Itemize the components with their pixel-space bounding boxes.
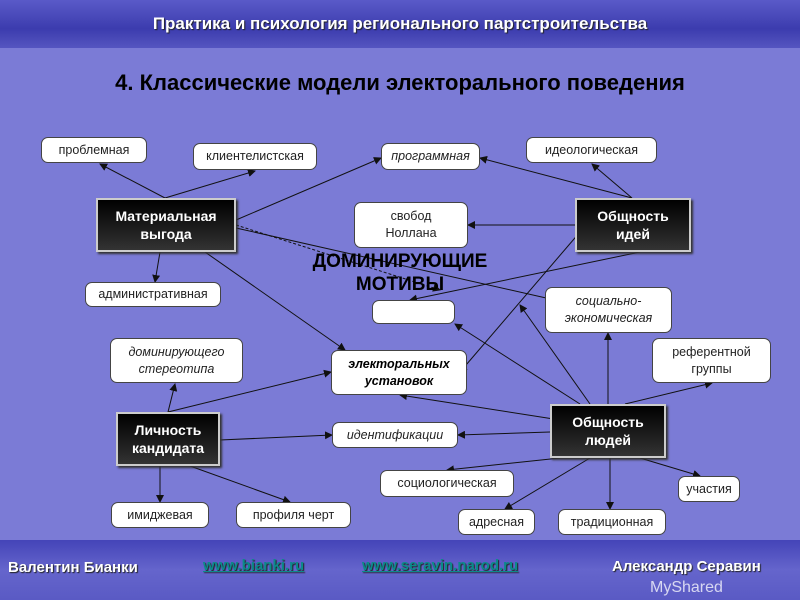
node-program: программная bbox=[381, 143, 480, 170]
node-electoral: электоральных установок bbox=[331, 350, 467, 395]
node-participation: участия bbox=[678, 476, 740, 502]
node-socioeco: социально-экономическая bbox=[545, 287, 672, 333]
node-identification: идентификации bbox=[332, 422, 458, 448]
node-traditional: традиционная bbox=[558, 509, 666, 535]
node-traits: профиля черт bbox=[236, 502, 351, 528]
hub-ideas: Общность идей bbox=[575, 198, 691, 252]
hub-candidate: Личность кандидата bbox=[116, 412, 220, 466]
hub-material: Материальная выгода bbox=[96, 198, 236, 252]
node-hidden bbox=[372, 300, 455, 324]
header-title: Практика и психология регионального парт… bbox=[0, 0, 800, 48]
node-sociological: социологическая bbox=[380, 470, 514, 497]
slide-title: 4. Классические модели электорального по… bbox=[115, 70, 685, 95]
node-image: имиджевая bbox=[111, 502, 209, 528]
node-ideological: идеологическая bbox=[526, 137, 657, 163]
node-address: адресная bbox=[458, 509, 535, 535]
footer-link-bianki[interactable]: www.bianki.ru bbox=[203, 557, 305, 574]
footer-author-right: Александр Серавин bbox=[612, 558, 761, 575]
center-label: ДОМИНИРУЮЩИЕ МОТИВЫ bbox=[312, 251, 488, 295]
footer-link-seravin[interactable]: www.seravin.narod.ru bbox=[362, 557, 519, 574]
hub-people: Общность людей bbox=[550, 404, 666, 458]
node-nollan: свобод Ноллана bbox=[354, 202, 468, 248]
node-admin: административная bbox=[85, 282, 221, 307]
node-stereotype: доминирующего стереотипа bbox=[110, 338, 243, 383]
watermark: MyShared bbox=[650, 579, 723, 596]
footer-author-left: Валентин Бианки bbox=[8, 559, 138, 576]
footer bbox=[0, 540, 800, 600]
node-client: клиентелистская bbox=[193, 143, 317, 170]
node-problem: проблемная bbox=[41, 137, 147, 163]
node-reference: референтной группы bbox=[652, 338, 771, 383]
